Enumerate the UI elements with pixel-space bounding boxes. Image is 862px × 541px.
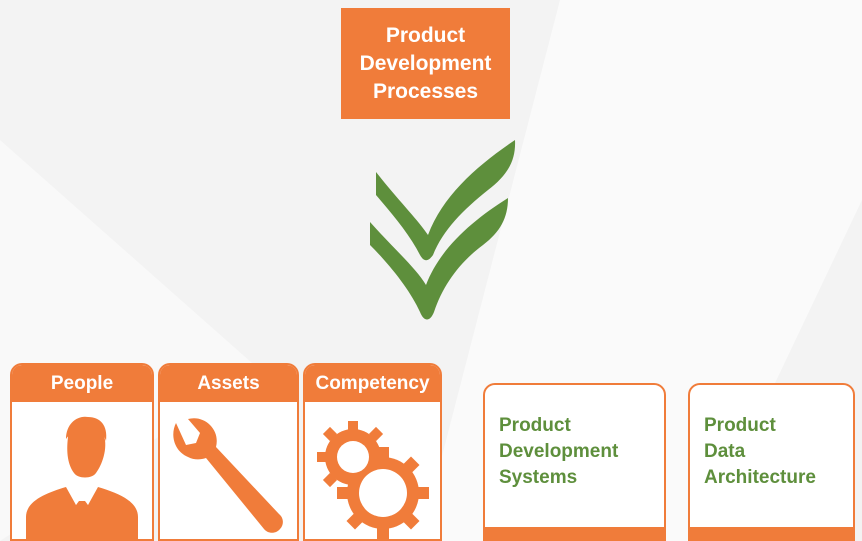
process-box-label: Product Development Processes [359, 23, 492, 103]
card-bottom-bar [690, 527, 853, 539]
people-card: People [10, 363, 154, 541]
merge-chevron-icon [370, 140, 516, 320]
person-icon [26, 416, 138, 539]
process-box: Product Development Processes [341, 8, 510, 119]
people-header: People [12, 365, 152, 405]
product-development-systems-label: Product Development Systems [499, 415, 619, 488]
wrench-icon [173, 418, 283, 533]
competency-card: Competency [303, 363, 442, 541]
assets-header: Assets [160, 365, 297, 405]
product-data-architecture-card: Product Data Architecture [688, 383, 855, 541]
product-development-systems-card: Product Development Systems [483, 383, 666, 541]
competency-header: Competency [305, 365, 440, 405]
gears-icon [317, 421, 429, 539]
product-data-architecture-label: Product Data Architecture [704, 415, 816, 488]
assets-card: Assets [158, 363, 299, 541]
card-bottom-bar [485, 527, 664, 539]
